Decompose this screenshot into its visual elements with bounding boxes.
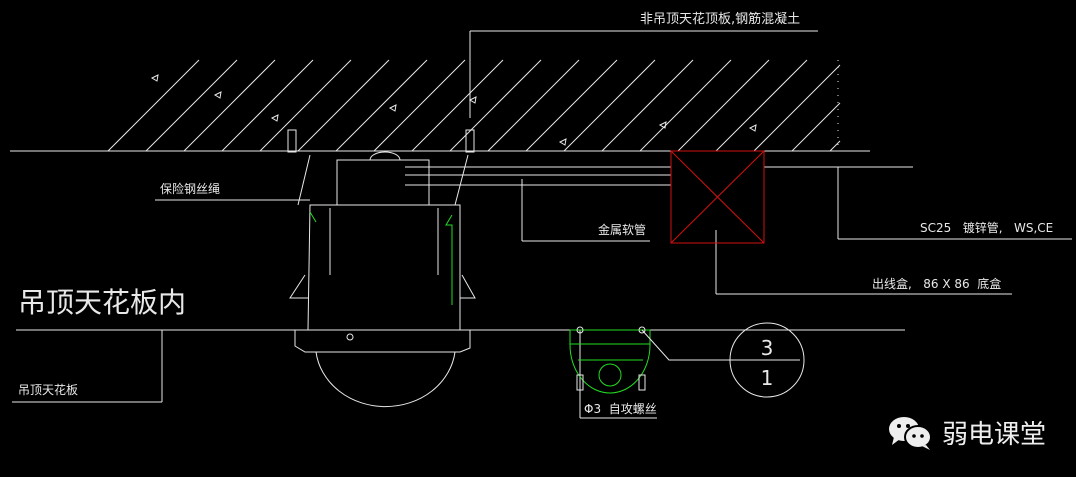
watermark-text: 弱电课堂 [942, 420, 1047, 450]
aggregate-mark [748, 124, 757, 132]
screw-label: Φ3 自攻螺丝 [584, 402, 657, 416]
dome-camera [287, 129, 476, 408]
outlet-box [670, 150, 765, 244]
detail-ref-bottom: 1 [761, 366, 774, 390]
wechat-icon [889, 416, 932, 450]
aggregate-mark [388, 104, 397, 112]
safety-wire-label: 保险钢丝绳 [160, 181, 220, 196]
concrete-slab [10, 59, 870, 152]
detail-ref-top: 3 [761, 336, 774, 360]
aggregate-mark [270, 114, 279, 122]
aggregate-mark [658, 121, 667, 129]
aggregate-mark [213, 91, 222, 99]
ceiling-inside-label: 吊顶天花板内 [18, 286, 186, 319]
ceiling-label: 吊顶天花板 [18, 382, 78, 397]
aggregate-mark [558, 138, 567, 146]
outlet-box-label: 出线盒, 86 X 86 底盒 [872, 276, 1001, 291]
aggregate-mark [468, 96, 477, 104]
slab-label: 非吊顶天花顶板,钢筋混凝土 [640, 11, 800, 27]
conduit-label: SC25 镀锌管, WS,CE [920, 220, 1053, 235]
small-camera [569, 329, 651, 394]
flex-conduit-label: 金属软管 [598, 222, 646, 237]
watermark: 弱电课堂 [888, 414, 1046, 451]
aggregate-mark [150, 74, 159, 82]
detail-reference-circle [729, 322, 805, 398]
